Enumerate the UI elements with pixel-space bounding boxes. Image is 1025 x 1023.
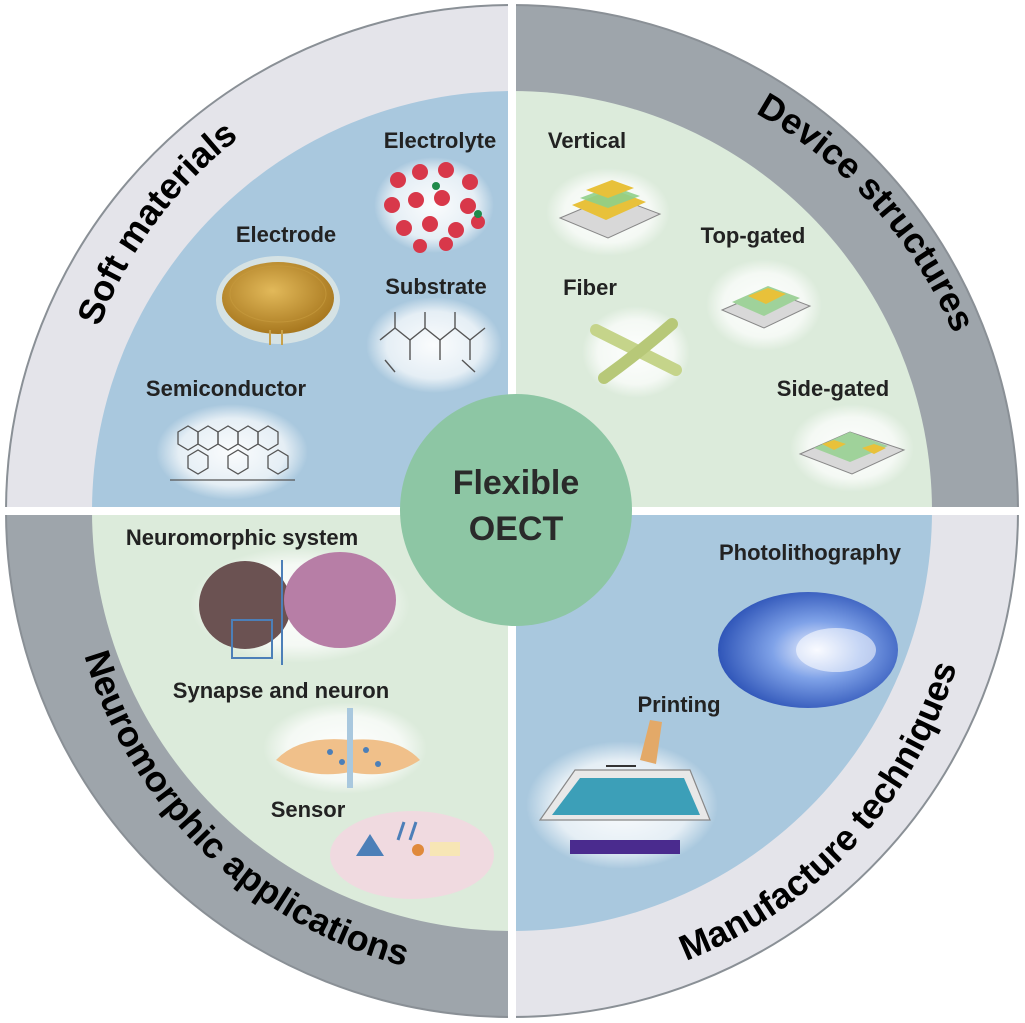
label-substrate: Substrate <box>385 274 486 299</box>
sensor-image <box>330 811 494 899</box>
neuromorphic-system-image <box>190 547 410 665</box>
label-top-gated: Top-gated <box>701 223 806 248</box>
top-gated-device-image <box>706 259 822 351</box>
center-circle <box>400 394 632 626</box>
label-fiber: Fiber <box>563 275 617 300</box>
label-printing: Printing <box>637 692 720 717</box>
label-sensor: Sensor <box>271 797 346 822</box>
label-synapse-neuron: Synapse and neuron <box>173 678 389 703</box>
synapse-neuron-image <box>263 702 427 794</box>
label-side-gated: Side-gated <box>777 376 889 401</box>
electrolyte-image <box>374 157 494 253</box>
side-gated-device-image <box>790 404 914 492</box>
label-semiconductor: Semiconductor <box>146 376 307 401</box>
center-title-line1: Flexible <box>453 464 580 502</box>
printing-image <box>526 720 718 869</box>
label-electrolyte: Electrolyte <box>384 128 497 153</box>
label-photolithography: Photolithography <box>719 540 902 565</box>
semiconductor-image <box>156 404 308 500</box>
vertical-device-image <box>546 168 670 256</box>
label-neuromorphic-system: Neuromorphic system <box>126 525 358 550</box>
photolithography-image <box>718 592 898 708</box>
electrode-image <box>216 256 340 345</box>
label-vertical: Vertical <box>548 128 626 153</box>
fiber-device-image <box>582 306 690 398</box>
substrate-image <box>366 297 502 393</box>
label-electrode: Electrode <box>236 222 336 247</box>
center-title-line2: OECT <box>469 510 564 548</box>
